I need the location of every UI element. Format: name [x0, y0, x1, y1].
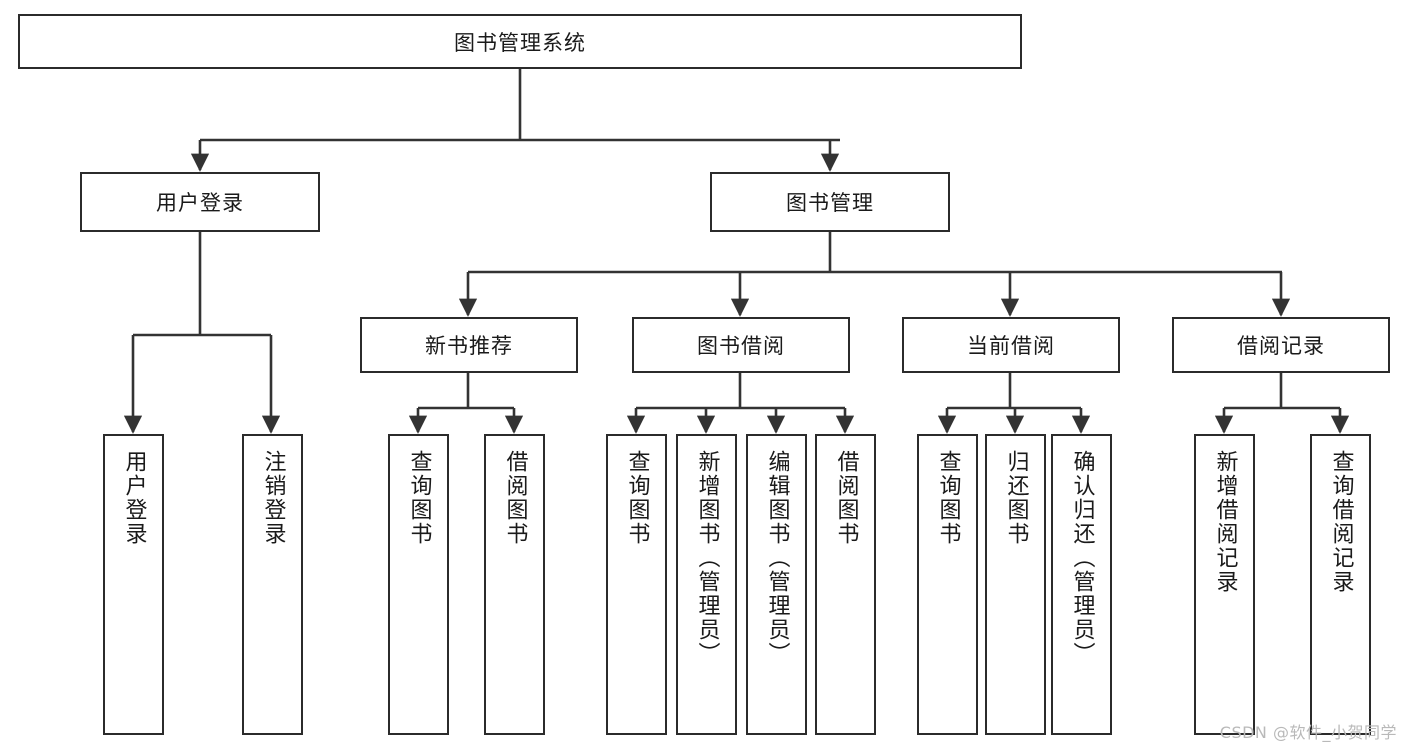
node-book-manage-label: 图书管理 [786, 191, 874, 215]
node-book-manage[interactable]: 图书管理 [710, 172, 950, 232]
node-leaf-query-book-borrow[interactable]: 查询图书 [606, 434, 667, 735]
node-leaf-logout-label: 注销登录 [260, 450, 286, 546]
node-root[interactable]: 图书管理系统 [18, 14, 1022, 69]
node-new-book-recommend-label: 新书推荐 [425, 334, 513, 358]
node-leaf-query-book-current-label: 查询图书 [935, 450, 961, 546]
node-leaf-add-borrow-record[interactable]: 新增借阅记录 [1194, 434, 1255, 735]
node-user-login-label: 用户登录 [156, 191, 244, 215]
node-leaf-return-book-label: 归还图书 [1003, 450, 1029, 546]
node-leaf-borrow-book-label: 借阅图书 [833, 450, 859, 546]
node-leaf-add-book-admin[interactable]: 新增图书（管理员） [676, 434, 737, 735]
node-leaf-borrow-book-recommend-label: 借阅图书 [502, 450, 528, 546]
node-current-borrow[interactable]: 当前借阅 [902, 317, 1120, 373]
node-new-book-recommend[interactable]: 新书推荐 [360, 317, 578, 373]
node-leaf-query-book-recommend-label: 查询图书 [406, 450, 432, 546]
node-leaf-borrow-book-recommend[interactable]: 借阅图书 [484, 434, 545, 735]
node-leaf-logout[interactable]: 注销登录 [242, 434, 303, 735]
node-book-borrow[interactable]: 图书借阅 [632, 317, 850, 373]
node-book-borrow-label: 图书借阅 [697, 334, 785, 358]
node-leaf-borrow-book[interactable]: 借阅图书 [815, 434, 876, 735]
node-leaf-confirm-return-admin-label: 确认归还（管理员） [1069, 450, 1095, 666]
node-current-borrow-label: 当前借阅 [967, 334, 1055, 358]
node-leaf-user-login[interactable]: 用户登录 [103, 434, 164, 735]
node-leaf-edit-book-admin-label: 编辑图书（管理员） [764, 450, 790, 666]
node-leaf-user-login-label: 用户登录 [121, 450, 147, 546]
node-leaf-query-book-recommend[interactable]: 查询图书 [388, 434, 449, 735]
node-leaf-query-book-borrow-label: 查询图书 [624, 450, 650, 546]
node-leaf-add-borrow-record-label: 新增借阅记录 [1212, 450, 1238, 594]
node-leaf-return-book[interactable]: 归还图书 [985, 434, 1046, 735]
node-leaf-confirm-return-admin[interactable]: 确认归还（管理员） [1051, 434, 1112, 735]
node-borrow-record-label: 借阅记录 [1237, 334, 1325, 358]
node-leaf-edit-book-admin[interactable]: 编辑图书（管理员） [746, 434, 807, 735]
node-user-login[interactable]: 用户登录 [80, 172, 320, 232]
node-leaf-query-borrow-record-label: 查询借阅记录 [1328, 450, 1354, 594]
node-leaf-add-book-admin-label: 新增图书（管理员） [694, 450, 720, 666]
node-leaf-query-borrow-record[interactable]: 查询借阅记录 [1310, 434, 1371, 735]
node-root-label: 图书管理系统 [454, 30, 586, 55]
node-leaf-query-book-current[interactable]: 查询图书 [917, 434, 978, 735]
node-borrow-record[interactable]: 借阅记录 [1172, 317, 1390, 373]
watermark: CSDN @软件_小贺同学 [1219, 723, 1397, 742]
